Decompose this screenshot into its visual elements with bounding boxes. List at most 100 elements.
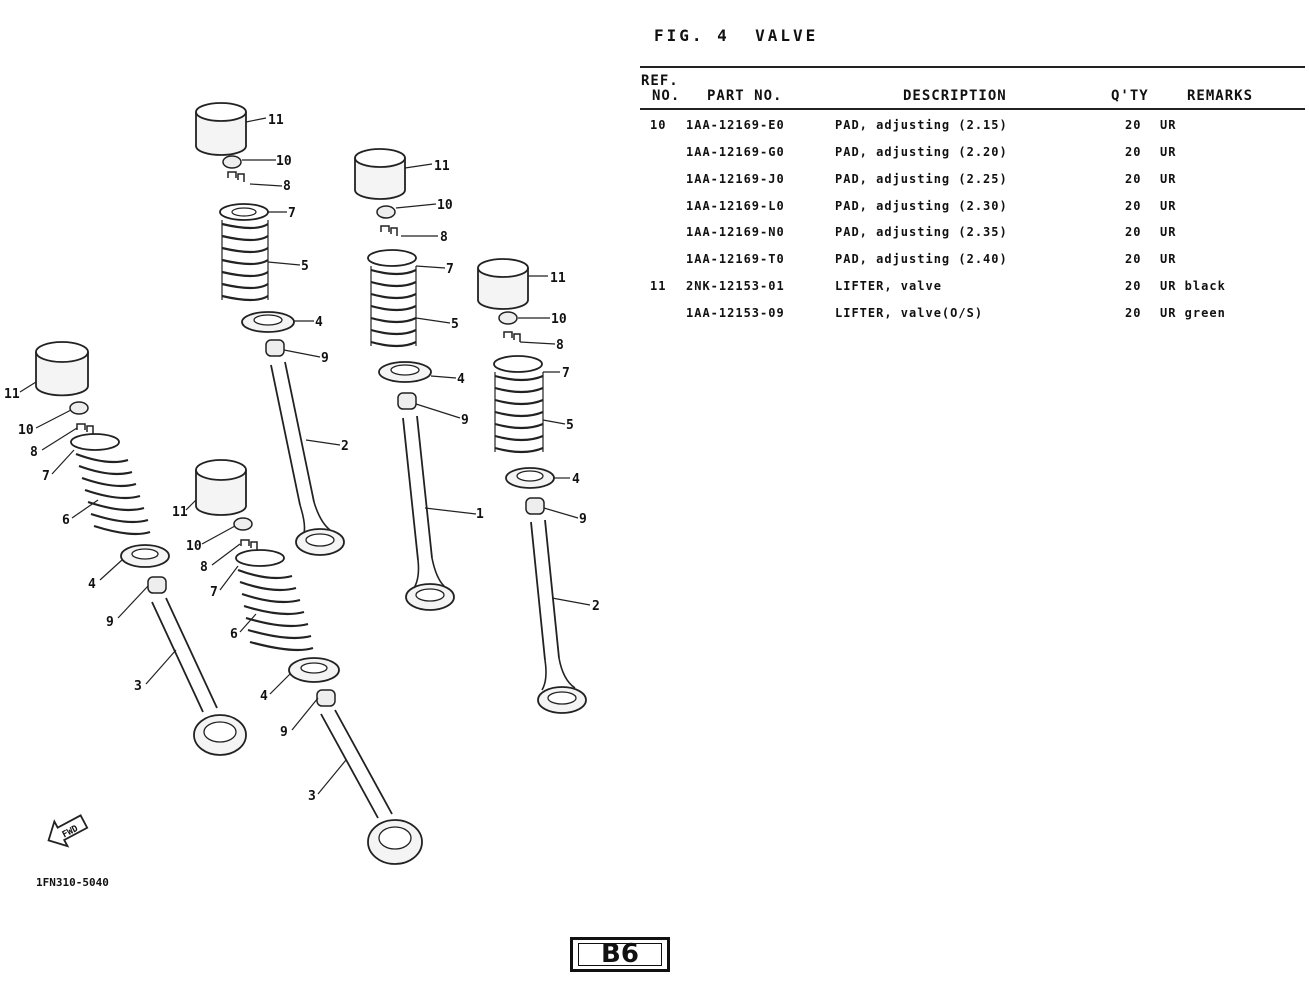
row-part-no: 1AA-12169-L0 xyxy=(686,199,785,213)
callout-label: 7 xyxy=(42,469,50,484)
callout-label: 7 xyxy=(288,206,296,221)
row-description: LIFTER, valve xyxy=(835,279,942,293)
callout-label: 10 xyxy=(186,539,202,554)
row-part-no: 2NK-12153-01 xyxy=(686,279,785,293)
callout-label: 3 xyxy=(308,789,316,804)
callout-label: 11 xyxy=(550,271,566,286)
row-remarks: UR xyxy=(1160,118,1177,132)
callout-label: 5 xyxy=(451,317,459,332)
forward-arrow-icon: FWD xyxy=(47,814,89,848)
table-row: 10 1AA-12169-E0 PAD, adjusting (2.15) 20… xyxy=(640,118,1305,145)
callout-label: 4 xyxy=(260,689,268,704)
callout-label: 9 xyxy=(106,615,114,630)
callout-label: 11 xyxy=(4,387,20,402)
row-qty: 20 xyxy=(1125,172,1142,186)
col-remarks-header: REMARKS xyxy=(1187,88,1254,104)
callout-label: 4 xyxy=(88,577,96,592)
row-remarks: UR green xyxy=(1160,306,1226,320)
row-description: PAD, adjusting (2.15) xyxy=(835,118,1008,132)
callout-label: 2 xyxy=(341,439,349,454)
callout-label: 9 xyxy=(280,725,288,740)
col-qty-header: Q'TY xyxy=(1111,88,1149,104)
callout-label: 7 xyxy=(562,366,570,381)
callout-label: 11 xyxy=(172,505,188,520)
row-qty: 20 xyxy=(1125,199,1142,213)
row-part-no: 1AA-12169-E0 xyxy=(686,118,785,132)
table-row: 1AA-12169-J0 PAD, adjusting (2.25) 20 UR xyxy=(640,172,1305,199)
row-part-no: 1AA-12169-N0 xyxy=(686,225,785,239)
row-qty: 20 xyxy=(1125,118,1142,132)
callout-label: 9 xyxy=(321,351,329,366)
callout-label: 3 xyxy=(134,679,142,694)
row-description: PAD, adjusting (2.30) xyxy=(835,199,1008,213)
row-qty: 20 xyxy=(1125,145,1142,159)
row-qty: 20 xyxy=(1125,225,1142,239)
valve-assembly-c xyxy=(477,258,587,714)
page-id: B6 xyxy=(601,939,639,969)
header-top-rule xyxy=(640,66,1305,68)
leader-lines xyxy=(19,117,591,795)
callout-label: 11 xyxy=(434,159,450,174)
callout-label: 7 xyxy=(210,585,218,600)
row-part-no: 1AA-12169-T0 xyxy=(686,252,785,266)
row-remarks: UR xyxy=(1160,199,1177,213)
callout-label: 8 xyxy=(30,445,38,460)
table-row: 1AA-12153-09 LIFTER, valve(O/S) 20 UR gr… xyxy=(640,306,1305,333)
valve-assembly-e xyxy=(195,459,423,865)
figure-caption: 1FN310-5040 xyxy=(36,876,109,889)
row-description: PAD, adjusting (2.35) xyxy=(835,225,1008,239)
header-bottom-rule xyxy=(640,108,1305,110)
row-part-no: 1AA-12153-09 xyxy=(686,306,785,320)
row-description: PAD, adjusting (2.40) xyxy=(835,252,1008,266)
table-row: 1AA-12169-T0 PAD, adjusting (2.40) 20 UR xyxy=(640,252,1305,279)
callout-label: 2 xyxy=(592,599,600,614)
callout-label: 1 xyxy=(476,507,484,522)
row-remarks: UR black xyxy=(1160,279,1226,293)
col-ref-header-line2: NO. xyxy=(652,88,681,104)
callout-label: 9 xyxy=(579,512,587,527)
valve-assembly-b xyxy=(354,148,455,611)
valve-assembly-a xyxy=(195,102,345,556)
table-row: 1AA-12169-L0 PAD, adjusting (2.30) 20 UR xyxy=(640,199,1305,226)
row-remarks: UR xyxy=(1160,145,1177,159)
callout-label: 10 xyxy=(276,154,292,169)
callout-label: 6 xyxy=(230,627,238,642)
col-ref-header-line1: REF. xyxy=(641,73,679,89)
col-desc-header: DESCRIPTION xyxy=(903,88,1007,104)
page-id-box: B6 xyxy=(570,937,670,972)
row-remarks: UR xyxy=(1160,225,1177,239)
callout-label: 10 xyxy=(437,198,453,213)
table-row: 1AA-12169-G0 PAD, adjusting (2.20) 20 UR xyxy=(640,145,1305,172)
callout-label: 5 xyxy=(301,259,309,274)
row-part-no: 1AA-12169-G0 xyxy=(686,145,785,159)
callout-label: 7 xyxy=(446,262,454,277)
row-ref: 10 xyxy=(650,118,667,132)
page-id-inner-border xyxy=(578,943,662,966)
callout-label: 8 xyxy=(440,230,448,245)
callout-label: 5 xyxy=(566,418,574,433)
callout-label: 11 xyxy=(268,113,284,128)
callout-label: 8 xyxy=(200,560,208,575)
row-description: PAD, adjusting (2.20) xyxy=(835,145,1008,159)
valve-assembly-d xyxy=(35,341,247,756)
row-qty: 20 xyxy=(1125,279,1142,293)
row-ref: 11 xyxy=(650,279,667,293)
callout-label: 6 xyxy=(62,513,70,528)
callout-label: 4 xyxy=(572,472,580,487)
callout-numbers: 11 10 8 7 5 4 9 2 11 10 8 7 5 4 9 1 11 1… xyxy=(4,113,600,804)
row-part-no: 1AA-12169-J0 xyxy=(686,172,785,186)
table-row: 1AA-12169-N0 PAD, adjusting (2.35) 20 UR xyxy=(640,225,1305,252)
row-qty: 20 xyxy=(1125,252,1142,266)
callout-label: 9 xyxy=(461,413,469,428)
row-description: PAD, adjusting (2.25) xyxy=(835,172,1008,186)
callout-label: 10 xyxy=(18,423,34,438)
figure-title: FIG. 4 VALVE xyxy=(654,26,819,45)
row-qty: 20 xyxy=(1125,306,1142,320)
callout-label: 4 xyxy=(315,315,323,330)
row-description: LIFTER, valve(O/S) xyxy=(835,306,984,320)
row-remarks: UR xyxy=(1160,252,1177,266)
col-part-header: PART NO. xyxy=(707,88,783,104)
table-row: 11 2NK-12153-01 LIFTER, valve 20 UR blac… xyxy=(640,279,1305,306)
row-remarks: UR xyxy=(1160,172,1177,186)
callout-label: 8 xyxy=(283,179,291,194)
